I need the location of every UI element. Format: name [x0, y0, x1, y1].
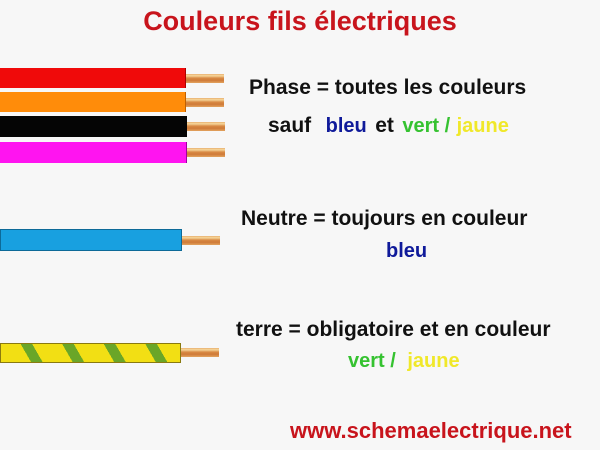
magenta-wire	[0, 142, 230, 163]
terre-colors-line: vert / jaune	[348, 350, 460, 373]
phase-description: Phase = toutes les couleurs	[249, 76, 527, 99]
page-title: Couleurs fils électriques	[143, 6, 457, 36]
neutre-bleu: bleu	[386, 240, 428, 262]
phase-sauf: sauf	[268, 114, 312, 137]
phase-vert: vert /	[402, 115, 451, 137]
terre-description: terre = obligatoire et en couleur	[236, 318, 551, 341]
terre-jaune: jaune	[407, 350, 460, 372]
blue-neutral-wire	[0, 229, 225, 251]
red-wire	[0, 68, 230, 88]
terre-vert: vert /	[348, 350, 396, 372]
green-yellow-earth-wire	[0, 343, 225, 363]
phase-bleu: bleu	[325, 115, 367, 137]
phase-jaune: jaune	[456, 115, 509, 137]
black-wire	[0, 116, 230, 137]
phase-exception-line: sauf bleu et vert / jaune	[268, 114, 509, 138]
website-link[interactable]: www.schemaelectrique.net	[290, 418, 572, 443]
phase-et: et	[375, 114, 394, 137]
neutre-description: Neutre = toujours en couleur	[241, 207, 528, 230]
orange-wire	[0, 92, 230, 112]
